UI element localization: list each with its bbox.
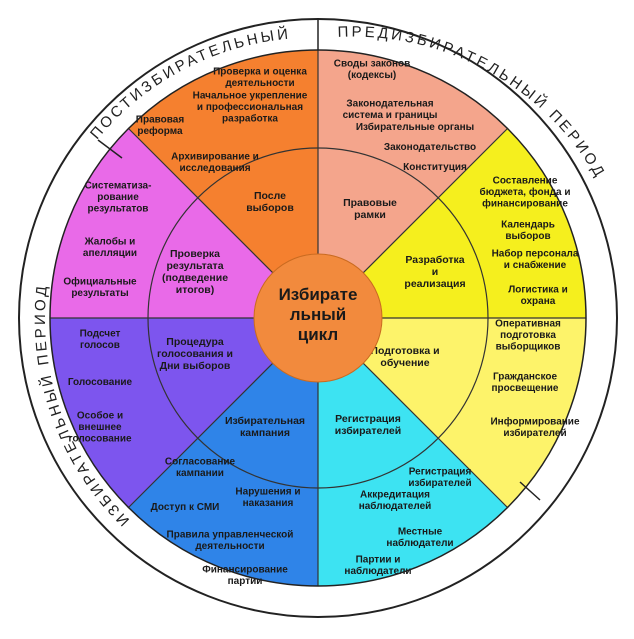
sector-legal-framework: [318, 128, 586, 318]
outer-label-legal-framework: Своды законов(кодексы): [334, 58, 411, 81]
outer-label-campaign: Доступ к СМИ: [151, 502, 220, 513]
sector-registration: [128, 318, 318, 586]
sector-after-elections: [318, 50, 508, 318]
sector-voting: [50, 128, 318, 318]
sector-planning: [318, 318, 586, 508]
sector-training: [318, 318, 508, 586]
outer-label-voting: Голосование: [68, 377, 133, 388]
outer-label-legal-framework: Законодательство: [384, 142, 476, 153]
middle-ring: [147, 147, 489, 489]
outer-label-legal-framework: Конституция: [403, 162, 467, 173]
sector-results: [128, 50, 318, 318]
sector-campaign: [50, 318, 318, 508]
outer-label-legal-framework: Избирательные органы: [356, 121, 474, 133]
center-hub: [253, 253, 383, 383]
